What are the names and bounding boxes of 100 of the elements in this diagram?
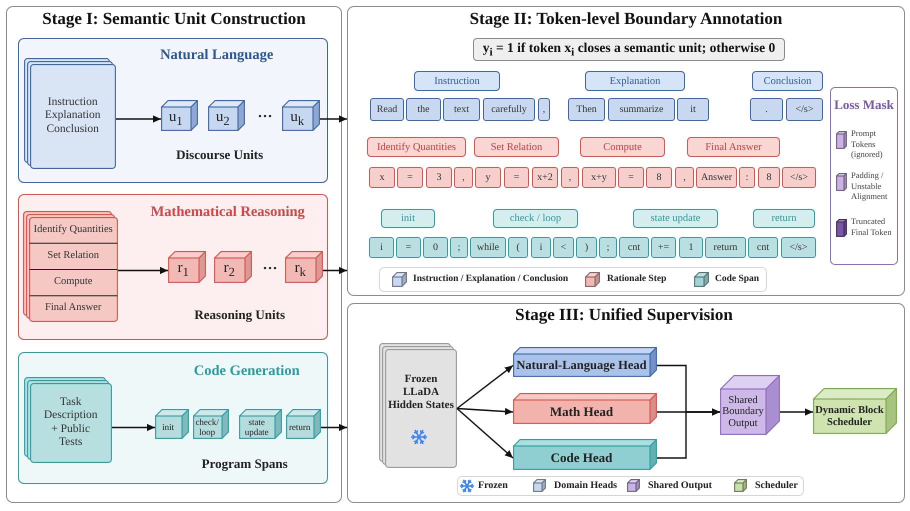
- token-chip: </s>: [786, 98, 823, 121]
- span-tag: Instruction: [414, 71, 500, 91]
- token-chip: 8: [646, 167, 672, 188]
- span-tag: Set Relation: [474, 137, 559, 157]
- domain-panel: [18, 194, 328, 340]
- arrow: [116, 115, 161, 123]
- token-chip: ,: [561, 167, 579, 188]
- token-chip: while: [470, 237, 506, 258]
- document-stack: [22, 210, 118, 322]
- token-chip: summarize: [608, 98, 675, 121]
- token-chip: carefully: [483, 98, 535, 121]
- step-text: Set Relation: [47, 250, 99, 262]
- token-chip: the: [406, 98, 441, 121]
- stage-title: Stage II: Token-level Boundary Annotation: [470, 9, 782, 29]
- token-chip: cnt: [619, 237, 649, 258]
- token-chip: i: [369, 237, 394, 258]
- legend-text: Prompt Tokens (ignored): [851, 128, 884, 160]
- ellipsis: ···: [262, 260, 278, 278]
- token-chip: ): [576, 237, 597, 258]
- token-chip: 0: [423, 237, 448, 258]
- token-chip: text: [443, 98, 480, 121]
- arrow: [657, 408, 720, 459]
- domain-panel: [18, 352, 328, 484]
- token-chip: 1: [679, 237, 703, 258]
- arrow: [112, 424, 155, 432]
- stage-title: Stage III: Unified Supervision: [515, 305, 733, 325]
- legend-title: Loss Mask: [834, 97, 894, 113]
- token-chip: ,: [454, 167, 473, 188]
- token-chip: =: [504, 167, 529, 188]
- document-text: Task Description + Public Tests: [42, 396, 99, 450]
- token-chip: </s>: [781, 237, 816, 258]
- legend-text: Truncated Final Token: [851, 216, 893, 237]
- legend-text: Code Span: [715, 274, 760, 286]
- span-tag: return: [753, 209, 815, 228]
- token-chip: (: [508, 237, 528, 258]
- token-chip: ;: [450, 237, 468, 258]
- arrow: [780, 408, 813, 416]
- token-chip: .: [750, 98, 783, 121]
- span-tag: check / loop: [493, 209, 578, 228]
- panel-caption: Reasoning Units: [194, 306, 286, 323]
- token-chip: return: [705, 237, 746, 258]
- arrow: [320, 115, 347, 123]
- token-chip: x+2: [532, 167, 558, 188]
- span-tag: Compute: [580, 137, 665, 157]
- token-chip: =: [618, 167, 644, 188]
- token-chip: :: [739, 167, 755, 188]
- legend-text: Domain Heads: [554, 480, 618, 492]
- token-chip: Answer: [696, 167, 737, 188]
- legend-text: Shared Output: [648, 480, 712, 492]
- token-chip: x+y: [582, 167, 616, 188]
- stage-title: Stage I: Semantic Unit Construction: [42, 9, 306, 29]
- stage-panel: [6, 6, 342, 503]
- step-text: Compute: [54, 276, 92, 289]
- token-chip: 3: [426, 167, 452, 188]
- token-chip: x: [369, 167, 395, 188]
- token-chip: cnt: [748, 237, 778, 258]
- arrow: [456, 408, 514, 459]
- formula-banner: y$_{i}$ = 1 if token x$_{i}$ closes a semantic unit; otherwise 0: [473, 38, 785, 61]
- token-chip: y: [475, 167, 501, 188]
- span-tag: init: [381, 209, 435, 228]
- token-chip: =: [396, 237, 421, 258]
- token-chip: i: [531, 237, 551, 258]
- ellipsis: ···: [258, 108, 272, 126]
- token-chip: ,: [538, 98, 550, 121]
- span-tag: state update: [633, 209, 718, 228]
- legend-text: Padding / Unstable Alignment: [851, 170, 888, 202]
- token-chip: <: [553, 237, 574, 258]
- span-tag: Conclusion: [752, 71, 823, 91]
- panel-title: Natural Language: [160, 46, 274, 63]
- arrow: [456, 364, 514, 410]
- token-chip: ;: [599, 237, 617, 258]
- legend-text: Scheduler: [755, 480, 798, 492]
- token-chip: Then: [568, 98, 605, 121]
- span-tag: Final Answer: [687, 137, 780, 157]
- stacked-card: [379, 343, 457, 468]
- panel-title: Mathematical Reasoning: [150, 204, 305, 220]
- arrow: [456, 408, 514, 416]
- legend-text: Rationale Step: [607, 274, 666, 286]
- panel-caption: Discourse Units: [176, 146, 264, 163]
- token-chip: Read: [370, 98, 404, 121]
- card-text: Frozen LLaDA Hidden States: [387, 373, 455, 412]
- document-stack: [24, 58, 116, 169]
- token-chip: it: [677, 98, 709, 121]
- token-chip: </s>: [782, 167, 816, 188]
- span-tag: Explanation: [585, 71, 685, 91]
- panel-title: Code Generation: [194, 362, 300, 379]
- stage-panel: [347, 6, 905, 296]
- document-text: Instruction Explanation Conclusion: [44, 96, 102, 136]
- arrow: [323, 266, 347, 274]
- step-text: Final Answer: [45, 302, 102, 315]
- legend-text: Instruction / Explanation / Conclusion: [413, 274, 568, 286]
- step-text: Identify Quantities: [34, 224, 113, 236]
- arrow: [321, 424, 347, 432]
- document-stack: [24, 376, 112, 463]
- panel-caption: Program Spans: [202, 456, 288, 472]
- span-tag: Identify Quantities: [367, 137, 466, 157]
- legend-text: Frozen: [478, 480, 508, 492]
- token-chip: =: [397, 167, 423, 188]
- token-chip: ,: [675, 167, 694, 188]
- domain-panel: [18, 38, 328, 183]
